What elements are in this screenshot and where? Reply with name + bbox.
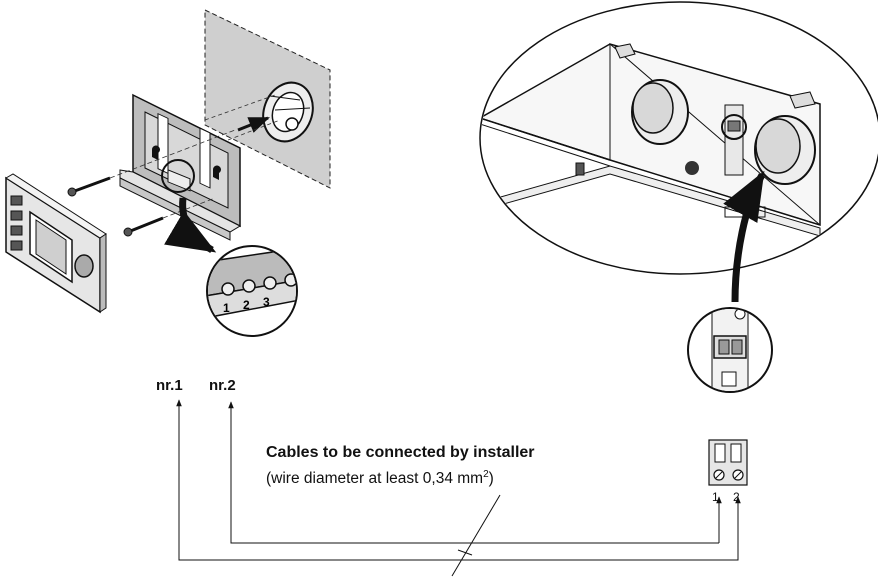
unit-terminal-zoom: [687, 307, 773, 393]
terminal-screw-icon: [221, 282, 235, 296]
controller-terminal-zoom: 1 2 3: [206, 245, 298, 337]
wall-controller: [5, 173, 107, 314]
cable-note-subtitle: (wire diameter at least 0,34 mm2): [266, 469, 494, 487]
cable-note-title: Cables to be connected by installer: [266, 444, 535, 461]
wall-section: [204, 9, 331, 189]
cable-nr2: [228, 401, 719, 544]
junction-box-icon: [262, 81, 314, 143]
zoom-arrow: [164, 197, 217, 254]
label-nr2: nr.2: [209, 377, 236, 394]
unit-terminal-2: 2: [733, 490, 740, 504]
screw-icon: [67, 129, 236, 197]
keyhole-slot-icon: [151, 145, 160, 160]
wiring-lines: [176, 399, 741, 577]
keyhole-slot-icon: [212, 165, 221, 180]
zoom-arrow: [723, 170, 766, 303]
control-knob-icon: [74, 254, 94, 278]
ventilation-unit-view: [479, 1, 878, 275]
label-nr1: nr.1: [156, 377, 183, 394]
terminal-screw-icon: [263, 276, 277, 290]
controller-terminal-2: 2: [243, 298, 250, 312]
controller-terminal-3: 3: [263, 295, 270, 309]
unit-terminal-1: 1: [712, 490, 719, 504]
controller-terminal-1: 1: [223, 301, 230, 315]
terminal-screw-icon: [242, 279, 256, 293]
unit-terminal-block: [708, 439, 748, 486]
